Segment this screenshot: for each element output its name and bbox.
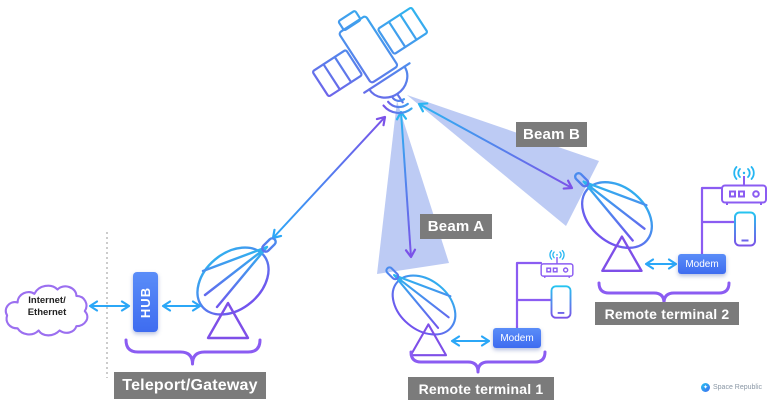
cloud-icon bbox=[4, 284, 89, 337]
satellite-icon bbox=[312, 6, 428, 104]
teleport-gateway-label: Teleport/Gateway bbox=[114, 372, 266, 399]
beam-b-arrow bbox=[415, 98, 576, 194]
hub-box: HUB bbox=[133, 272, 158, 332]
cloud-line-2: Ethernet bbox=[27, 307, 67, 319]
signal-waves-icon bbox=[382, 96, 413, 115]
terminal1-wifi-router-icon bbox=[540, 249, 574, 279]
beam-a-label: Beam A bbox=[420, 214, 492, 239]
terminal1-phone-icon bbox=[550, 285, 572, 319]
beam-b-label: Beam B bbox=[516, 122, 587, 147]
terminal1-modem-label: Modem bbox=[500, 332, 534, 344]
hub-label: HUB bbox=[138, 286, 154, 318]
beam-b-shape bbox=[407, 95, 599, 226]
remote-terminal-2-label: Remote terminal 2 bbox=[595, 302, 739, 325]
internet-cloud-label: Internet/ Ethernet bbox=[12, 295, 82, 320]
brand-name: Space Republic bbox=[713, 384, 763, 391]
terminal2-dish-modem-arrow bbox=[644, 258, 678, 270]
terminal1-connector-line bbox=[515, 261, 553, 330]
terminal2-phone-icon bbox=[734, 211, 756, 247]
uplink-arrow bbox=[268, 112, 390, 243]
terminal2-connector-line bbox=[700, 186, 737, 256]
terminal2-brace bbox=[597, 281, 731, 305]
terminal2-modem-box: Modem bbox=[678, 254, 726, 274]
brand-logo: ✦ Space Republic bbox=[701, 383, 762, 392]
terminal1-brace bbox=[409, 350, 547, 374]
cloud-hub-arrow bbox=[88, 300, 131, 312]
beam-a-shape bbox=[377, 101, 449, 274]
teleport-brace bbox=[124, 338, 262, 366]
beam-a-arrow bbox=[395, 110, 417, 259]
terminal2-modem-label: Modem bbox=[685, 258, 719, 270]
brand-logo-icon: ✦ bbox=[701, 383, 710, 392]
hub-dish-arrow bbox=[161, 300, 202, 312]
teleport-dish-icon bbox=[183, 232, 283, 340]
terminal1-modem-box: Modem bbox=[493, 328, 541, 348]
terminal1-dish-modem-arrow bbox=[450, 335, 491, 347]
terminal2-wifi-router-icon bbox=[721, 166, 767, 206]
remote-terminal-1-label: Remote terminal 1 bbox=[408, 377, 554, 400]
cloud-line-1: Internet/ bbox=[28, 295, 66, 306]
